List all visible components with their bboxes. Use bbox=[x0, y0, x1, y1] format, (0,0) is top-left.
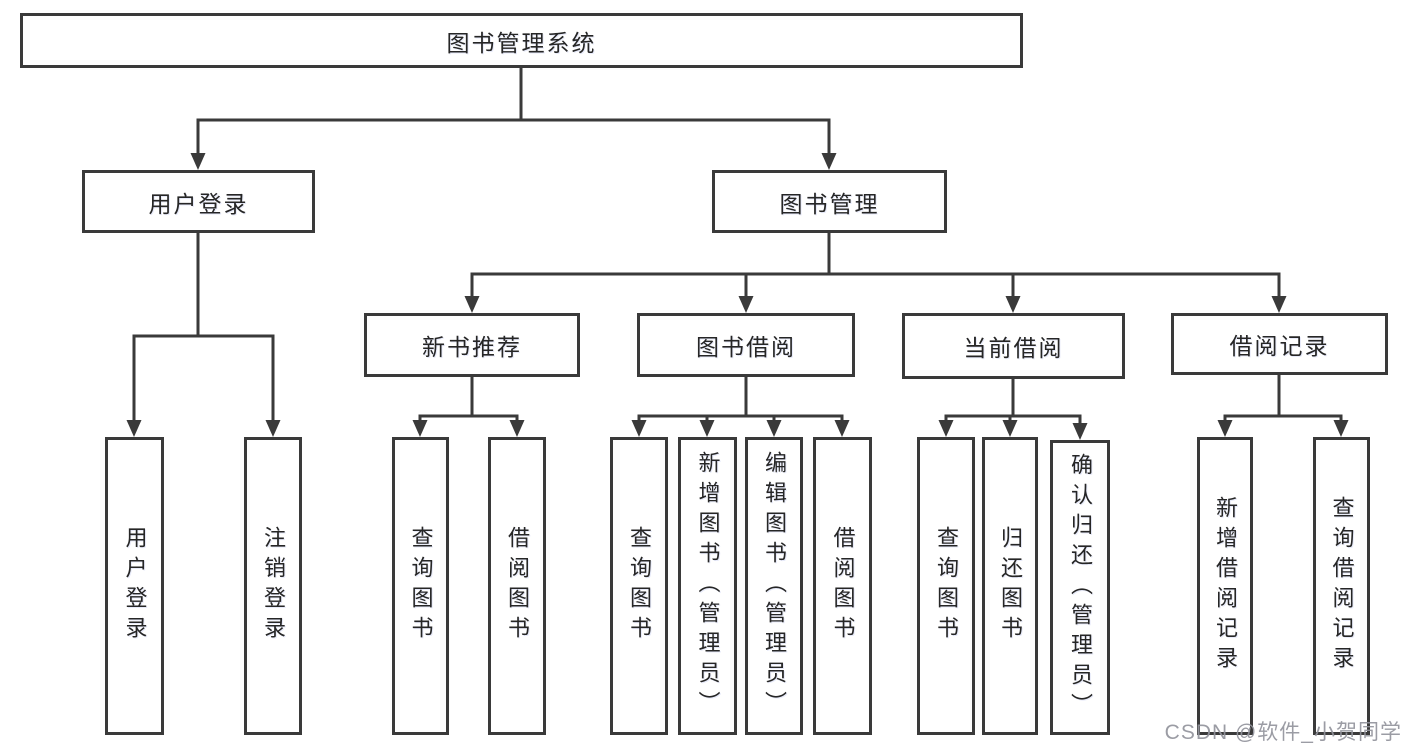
leaf-recommend-borrow-books: 借阅图书 bbox=[488, 437, 546, 735]
leaf-label: 查询图书 bbox=[408, 526, 434, 646]
leaf-label: 查询图书 bbox=[934, 526, 959, 646]
leaf-label: 用户登录 bbox=[122, 526, 148, 646]
arrowhead bbox=[1005, 296, 1021, 313]
node-user-login: 用户登录 bbox=[82, 170, 315, 233]
arrowhead bbox=[265, 420, 281, 437]
leaf-label: 确认归还（管理员） bbox=[1068, 452, 1093, 723]
leaf-records-query-record: 查询借阅记录 bbox=[1313, 437, 1370, 735]
node-new-book-recommend: 新书推荐 bbox=[364, 313, 580, 377]
arrowhead bbox=[1271, 296, 1287, 313]
arrowhead bbox=[631, 420, 647, 437]
connector-current-borrow bbox=[938, 379, 1088, 440]
connector-user-login bbox=[126, 233, 281, 437]
arrowhead bbox=[766, 420, 782, 437]
leaf-borrow-query-books: 查询图书 bbox=[610, 437, 668, 735]
leaf-current-query-books: 查询图书 bbox=[917, 437, 975, 735]
arrowhead bbox=[699, 420, 715, 437]
leaf-current-confirm-return-admin: 确认归还（管理员） bbox=[1050, 440, 1110, 735]
arrowhead bbox=[1333, 420, 1349, 437]
connector-borrow-records bbox=[1217, 375, 1349, 437]
node-library-system: 图书管理系统 bbox=[20, 13, 1023, 68]
connector-root bbox=[190, 68, 837, 170]
arrowhead bbox=[1002, 420, 1018, 437]
csdn-watermark: CSDN @软件_小贺同学 bbox=[1164, 721, 1402, 744]
connector-book-borrow bbox=[631, 377, 850, 437]
leaf-label: 新增借阅记录 bbox=[1213, 496, 1238, 676]
leaf-label: 注销登录 bbox=[261, 526, 286, 646]
arrowhead bbox=[834, 420, 850, 437]
arrowhead bbox=[738, 296, 754, 313]
arrowhead bbox=[126, 420, 142, 437]
leaf-recommend-query-books: 查询图书 bbox=[392, 437, 449, 735]
node-book-management: 图书管理 bbox=[712, 170, 947, 233]
arrowhead bbox=[1072, 423, 1088, 440]
arrowhead bbox=[190, 153, 206, 170]
leaf-borrow-edit-books-admin: 编辑图书（管理员） bbox=[745, 437, 803, 735]
leaf-user-login: 用户登录 bbox=[105, 437, 164, 735]
connector-new-book-recommend bbox=[412, 377, 525, 437]
leaf-label: 查询图书 bbox=[627, 526, 652, 646]
leaf-current-return-books: 归还图书 bbox=[982, 437, 1038, 735]
leaf-borrow-borrow-books: 借阅图书 bbox=[813, 437, 872, 735]
arrowhead bbox=[821, 153, 837, 170]
arrowhead bbox=[938, 420, 954, 437]
leaf-label: 归还图书 bbox=[998, 526, 1023, 646]
arrowhead bbox=[509, 420, 525, 437]
leaf-label: 查询借阅记录 bbox=[1329, 496, 1355, 676]
leaf-label: 借阅图书 bbox=[830, 526, 856, 646]
arrowhead bbox=[464, 296, 480, 313]
connector-book-management bbox=[464, 233, 1287, 313]
leaf-label: 新增图书（管理员） bbox=[695, 451, 721, 721]
leaf-label: 借阅图书 bbox=[505, 526, 530, 646]
node-book-borrow: 图书借阅 bbox=[637, 313, 855, 377]
leaf-logout: 注销登录 bbox=[244, 437, 302, 735]
leaf-borrow-add-books-admin: 新增图书（管理员） bbox=[678, 437, 737, 735]
leaf-label: 编辑图书（管理员） bbox=[762, 451, 787, 721]
leaf-records-add-record: 新增借阅记录 bbox=[1197, 437, 1253, 735]
node-current-borrow: 当前借阅 bbox=[902, 313, 1125, 379]
arrowhead bbox=[1217, 420, 1233, 437]
arrowhead bbox=[412, 420, 428, 437]
node-borrow-records: 借阅记录 bbox=[1171, 313, 1388, 375]
